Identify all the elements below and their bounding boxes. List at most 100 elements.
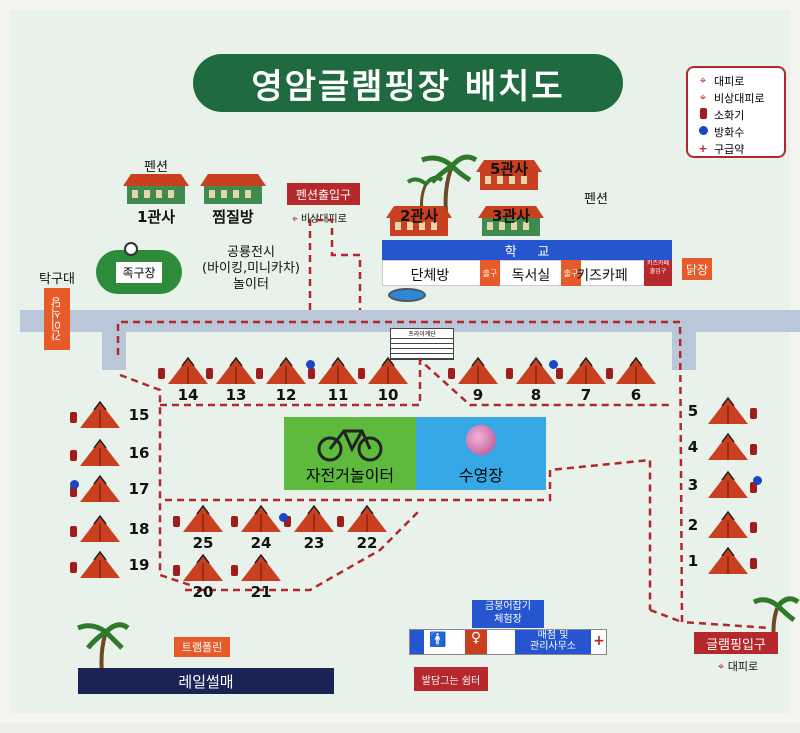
male-toilet-icon: 🚹 — [429, 632, 447, 648]
foot-volley-label: 족구장 — [116, 261, 162, 283]
chicken-coop: 닭장 — [682, 258, 712, 280]
tent-icon — [80, 474, 120, 502]
tent-number: 19 — [128, 556, 150, 574]
first-aid-icon: + — [592, 633, 606, 649]
fire-extinguisher-icon — [750, 444, 757, 455]
first-aid-cross-icon: + — [698, 142, 708, 155]
fire-extinguisher-icon — [70, 562, 77, 573]
water-dot-icon — [279, 513, 288, 522]
map-pin-icon: ⌖ — [699, 90, 707, 104]
tent-icon — [80, 400, 120, 428]
legend: ⌖대피로 ⌖비상대피로 소화기 방화수 +구급약 — [686, 66, 786, 158]
fire-extinguisher-icon — [70, 486, 77, 497]
fire-extinguisher-icon — [750, 408, 757, 419]
table-tennis-label: 탁구대 — [39, 272, 75, 287]
page-title: 영암글램핑장 배치도 — [193, 54, 623, 112]
fire-extinguisher-icon — [308, 368, 315, 379]
water-dot-icon — [753, 476, 762, 485]
building-5-label: 5관사 — [489, 160, 529, 178]
tent-number: 14 — [177, 386, 199, 404]
building-1-icon — [123, 174, 189, 204]
tent-icon — [708, 432, 748, 460]
fire-extinguisher-icon — [70, 450, 77, 461]
tent-number: 25 — [192, 534, 214, 552]
kids-cafe-label: 키즈카페 — [576, 268, 628, 284]
tent-number: 15 — [128, 406, 150, 424]
fire-extinguisher-icon — [358, 368, 365, 379]
tent-number: 24 — [250, 534, 272, 552]
glamping-entrance-sign: 글램핑입구 — [694, 632, 778, 654]
shower-icon — [410, 630, 424, 654]
legend-label: 방화수 — [714, 125, 745, 139]
water-dot-icon — [696, 125, 710, 138]
tent-icon — [458, 356, 498, 384]
sauna-label: 찜질방 — [212, 208, 254, 226]
tent-number: 6 — [630, 386, 642, 404]
tent-icon — [566, 356, 606, 384]
school-body — [382, 260, 672, 286]
fire-extinguisher-icon — [448, 368, 455, 379]
tent-number: 23 — [303, 534, 325, 552]
road-branch-right — [672, 310, 696, 370]
water-dot-icon — [549, 360, 558, 369]
tent-number: 16 — [128, 444, 150, 462]
trampoline: 트램폴린 — [174, 637, 230, 657]
fire-extinguisher-icon — [173, 565, 180, 576]
legend-label: 비상대피로 — [714, 91, 765, 105]
school-exit-1: 출구 — [480, 260, 500, 286]
bike-playground-label: 자전거놀이터 — [305, 466, 395, 485]
fire-extinguisher-icon — [158, 368, 165, 379]
foot-volley-court: 족구장 — [96, 250, 182, 294]
tent-icon — [368, 356, 408, 384]
snack-bar: 간이식당 — [44, 288, 70, 350]
pension-right-label: 펜션 — [584, 192, 608, 207]
tent-number: 12 — [275, 386, 297, 404]
fire-extinguisher-icon — [284, 516, 291, 527]
tent-icon — [183, 553, 223, 581]
legend-label: 대피로 — [714, 74, 745, 88]
tent-icon — [266, 356, 306, 384]
tent-number: 10 — [377, 386, 399, 404]
rest-area: 발담그는 쉼터 — [414, 667, 488, 691]
school-header: 학 교 — [382, 240, 672, 260]
tent-icon — [708, 510, 748, 538]
tent-icon — [294, 504, 334, 532]
tent-number: 4 — [687, 438, 699, 456]
map-pin-icon: ⌖ — [292, 214, 298, 225]
palm-tree-icon — [77, 622, 130, 675]
building-2-icon — [386, 206, 452, 236]
tent-number: 3 — [687, 476, 699, 494]
water-dot-icon — [70, 480, 79, 489]
emergency-route-label: ⌖ 비상대피로 — [292, 210, 372, 225]
water-dot-icon — [306, 360, 315, 369]
legend-item: 소화기 — [688, 106, 784, 123]
building-2-label: 2관사 — [399, 207, 439, 225]
swimming-pool: 수영장 — [416, 417, 546, 490]
tent-number: 21 — [250, 583, 272, 601]
tent-number: 5 — [687, 402, 699, 420]
stairs-label: 프라이계단 — [391, 329, 453, 338]
building-1-label: 1관사 — [136, 208, 176, 226]
emergency-route-text: 비상대피로 — [300, 214, 347, 225]
fire-extinguisher-icon — [70, 526, 77, 537]
ball-icon — [124, 242, 138, 256]
tent-number: 11 — [327, 386, 349, 404]
road-branch-left — [102, 310, 126, 370]
bike-playground: 자전거놀이터 — [284, 417, 416, 490]
tent-icon — [183, 504, 223, 532]
tent-number: 9 — [472, 386, 484, 404]
building-3-label: 3관사 — [491, 207, 531, 225]
rail-sled: 레일썰매 — [78, 668, 334, 694]
fire-extinguisher-icon — [206, 368, 213, 379]
tent-icon — [241, 504, 281, 532]
tent-icon — [616, 356, 656, 384]
tent-number: 22 — [356, 534, 378, 552]
exit-route-right-text: 대피로 — [727, 660, 759, 673]
tent-number: 1 — [687, 552, 699, 570]
group-room-label: 단체방 — [410, 268, 450, 284]
fire-extinguisher-icon — [231, 565, 238, 576]
fire-extinguisher-icon — [70, 412, 77, 423]
tent-icon — [80, 438, 120, 466]
pension-left-label: 펜션 — [144, 160, 168, 175]
